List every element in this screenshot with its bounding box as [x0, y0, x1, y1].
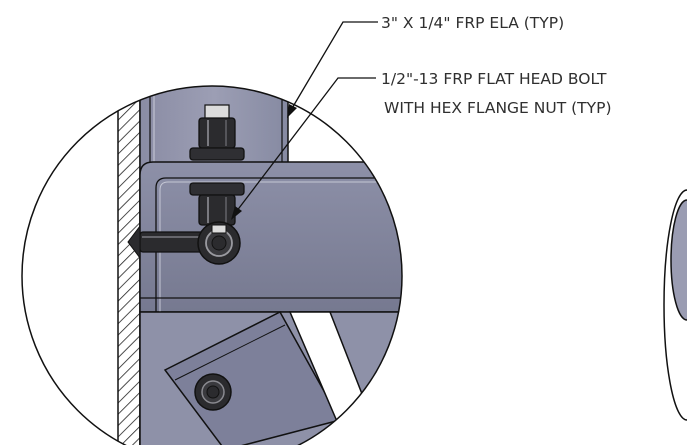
ela-leader [290, 21, 378, 111]
adjacent-detail-view [663, 189, 687, 421]
ela-leader-arrow [287, 104, 297, 118]
horizontal-anchor-rod [127, 224, 211, 260]
callout-ela: 3" X 1/4" FRP ELA (TYP) [381, 14, 564, 32]
detail-circle-outline [21, 85, 403, 445]
bolt-leader-arrow [231, 206, 242, 220]
callout-bolt-line-1: 1/2"-13 FRP FLAT HEAD BOLT [381, 70, 607, 88]
bolt-leader [235, 77, 376, 213]
flat-head-bolt-assembly [189, 104, 245, 265]
callout-bolt-line-2: WITH HEX FLANGE NUT (TYP) [384, 99, 612, 117]
leader-lines [231, 21, 378, 220]
